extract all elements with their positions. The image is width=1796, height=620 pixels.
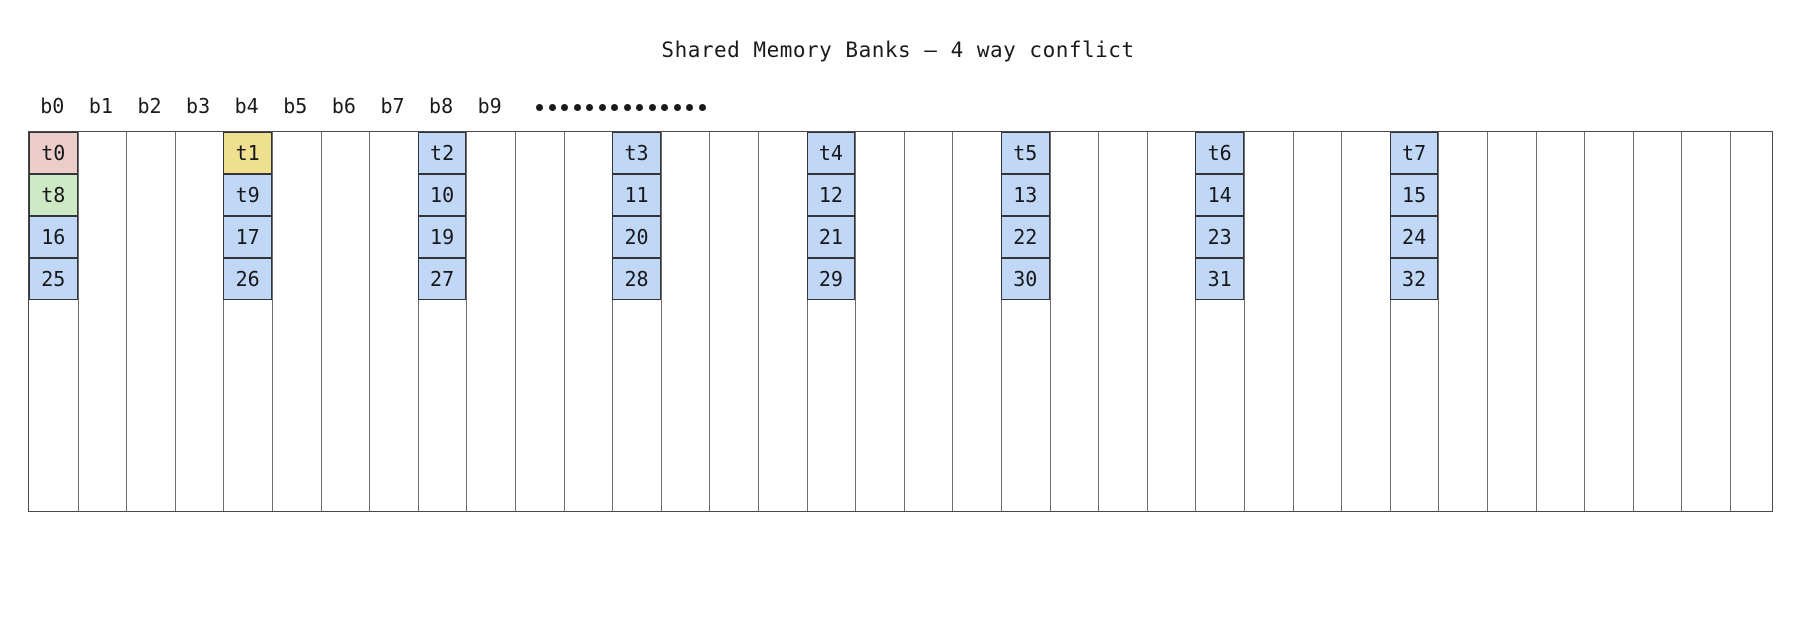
memory-cell-26: 26 bbox=[223, 258, 272, 300]
ellipsis-dot bbox=[636, 104, 643, 111]
bank-divider bbox=[515, 132, 516, 511]
ellipsis-dot bbox=[673, 104, 681, 111]
bank-label-b5: b5 bbox=[283, 94, 308, 118]
bank-label-b3: b3 bbox=[186, 94, 211, 118]
ellipsis-dot bbox=[548, 104, 556, 111]
bank-divider bbox=[1146, 132, 1148, 511]
bank-divider bbox=[660, 132, 662, 511]
bank-divider bbox=[1195, 132, 1197, 511]
bank-divider bbox=[1730, 132, 1731, 511]
ellipsis-dot bbox=[661, 104, 668, 111]
memory-cell-10: 10 bbox=[417, 174, 467, 216]
bank-divider bbox=[758, 132, 759, 511]
bank-divider bbox=[320, 132, 322, 511]
bank-divider bbox=[1049, 132, 1051, 511]
bank-divider bbox=[126, 132, 128, 511]
memory-cell-25: 25 bbox=[29, 258, 78, 300]
memory-cell-20: 20 bbox=[612, 216, 661, 258]
ellipsis-dot bbox=[698, 104, 706, 111]
bank-divider bbox=[952, 132, 954, 511]
ellipsis-dot bbox=[623, 104, 631, 111]
memory-cell-12: 12 bbox=[806, 174, 856, 216]
bank-divider bbox=[1487, 132, 1488, 511]
memory-cell-t9: t9 bbox=[223, 174, 272, 216]
memory-cell-32: 32 bbox=[1389, 258, 1439, 300]
ellipsis-dot bbox=[686, 104, 693, 111]
memory-cell-13: 13 bbox=[1001, 174, 1050, 216]
bank-divider bbox=[563, 132, 565, 511]
bank-divider bbox=[1292, 132, 1294, 511]
bank-divider bbox=[77, 132, 79, 511]
memory-cell-29: 29 bbox=[806, 258, 856, 300]
memory-cell-t6: t6 bbox=[1195, 132, 1244, 174]
memory-cell-t8: t8 bbox=[29, 174, 78, 216]
bank-label-b2: b2 bbox=[137, 94, 162, 118]
bank-divider bbox=[1389, 132, 1391, 511]
ellipsis-dot bbox=[586, 104, 593, 111]
bank-divider bbox=[1584, 132, 1586, 511]
memory-cell-21: 21 bbox=[806, 216, 856, 258]
memory-cell-11: 11 bbox=[612, 174, 661, 216]
memory-cell-24: 24 bbox=[1389, 216, 1439, 258]
bank-label-b6: b6 bbox=[331, 94, 356, 118]
bank-divider bbox=[272, 132, 273, 511]
ellipsis-dot bbox=[561, 104, 568, 111]
memory-cell-17: 17 bbox=[223, 216, 272, 258]
memory-cell-t3: t3 bbox=[612, 132, 661, 174]
memory-cell-t1: t1 bbox=[223, 132, 272, 174]
bank-divider bbox=[1681, 132, 1683, 511]
bank-divider bbox=[369, 132, 371, 511]
bank-divider bbox=[1438, 132, 1440, 511]
bank-divider bbox=[709, 132, 711, 511]
ellipsis-dot bbox=[611, 104, 618, 111]
bank-label-b8: b8 bbox=[429, 94, 454, 118]
memory-cell-31: 31 bbox=[1195, 258, 1244, 300]
bank-divider bbox=[466, 132, 468, 511]
bank-label-b7: b7 bbox=[380, 94, 405, 118]
bank-divider bbox=[1244, 132, 1245, 511]
bank-label-b1: b1 bbox=[88, 94, 113, 118]
memory-cell-t5: t5 bbox=[1001, 132, 1050, 174]
memory-cell-16: 16 bbox=[29, 216, 78, 258]
ellipsis-dot bbox=[598, 104, 606, 111]
memory-cell-23: 23 bbox=[1195, 216, 1244, 258]
memory-cell-27: 27 bbox=[417, 258, 467, 300]
bank-divider bbox=[174, 132, 176, 511]
memory-cell-t2: t2 bbox=[417, 132, 467, 174]
bank-divider bbox=[1098, 132, 1100, 511]
bank-divider bbox=[612, 132, 614, 511]
memory-cell-15: 15 bbox=[1389, 174, 1439, 216]
bank-divider bbox=[417, 132, 419, 511]
bank-label-b9: b9 bbox=[477, 94, 502, 118]
memory-cell-30: 30 bbox=[1001, 258, 1050, 300]
bank-divider bbox=[903, 132, 905, 511]
memory-cell-t4: t4 bbox=[806, 132, 856, 174]
memory-cell-22: 22 bbox=[1001, 216, 1050, 258]
bank-divider bbox=[1001, 132, 1002, 511]
diagram-title: Shared Memory Banks – 4 way conflict bbox=[661, 38, 1135, 62]
memory-cell-t7: t7 bbox=[1389, 132, 1439, 174]
bank-divider bbox=[223, 132, 225, 511]
memory-cell-28: 28 bbox=[612, 258, 661, 300]
bank-label-b4: b4 bbox=[234, 94, 259, 118]
memory-cell-14: 14 bbox=[1195, 174, 1244, 216]
bank-divider bbox=[806, 132, 808, 511]
bank-divider bbox=[1341, 132, 1343, 511]
ellipsis-dot bbox=[536, 104, 543, 111]
ellipsis-dot bbox=[648, 104, 656, 111]
bank-divider bbox=[1632, 132, 1634, 511]
bank-label-b0: b0 bbox=[40, 94, 65, 118]
memory-cell-19: 19 bbox=[417, 216, 467, 258]
bank-divider bbox=[1535, 132, 1537, 511]
memory-cell-t0: t0 bbox=[29, 132, 78, 174]
bank-divider bbox=[855, 132, 857, 511]
ellipsis-dot bbox=[573, 104, 581, 111]
